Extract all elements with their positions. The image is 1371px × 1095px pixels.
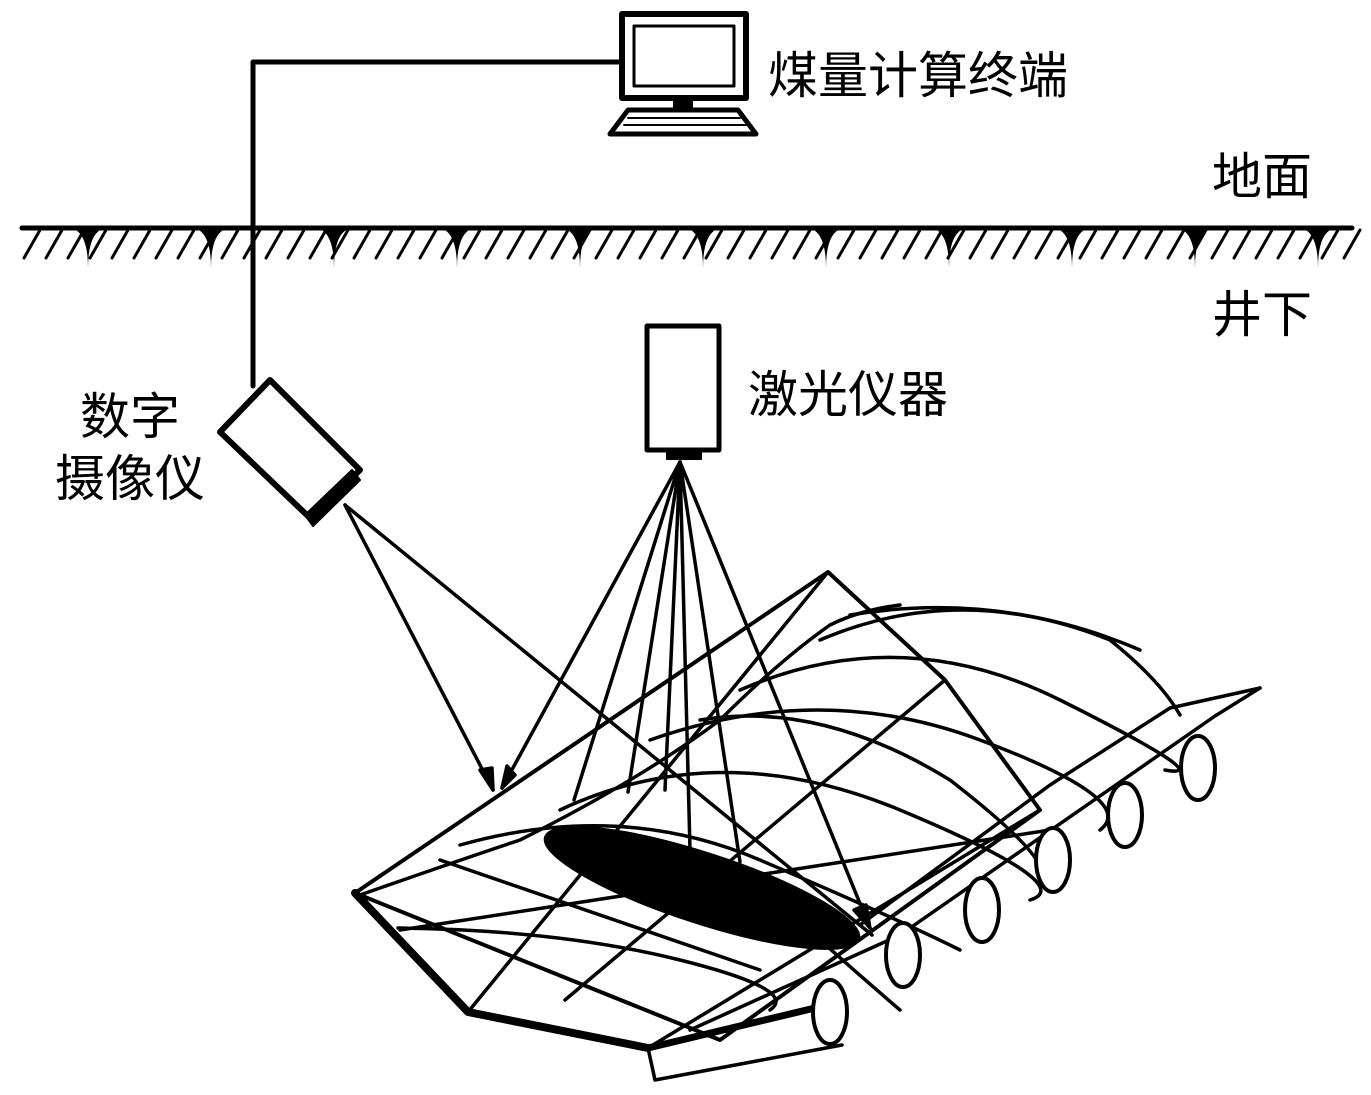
digital-camera-label: 数字 摄像仪 [40,386,220,510]
ground-hatch-line [880,228,900,260]
ground-hatch-line [902,228,922,260]
ground-drip [76,230,100,268]
ground-hatch-line [792,228,812,260]
ground-drip [568,230,592,268]
ground-hatch-line [418,228,438,260]
ground-drip [691,230,715,268]
ground-hatch-line [1188,228,1208,260]
ground-hatch-line [594,228,614,260]
ground-hatch-line [660,228,680,260]
ground-hatch-line [484,228,504,260]
camera-label-line2: 摄像仪 [55,450,205,508]
ground-hatch-line [946,228,966,260]
ground-hatch-line [220,228,240,260]
ground-hatch-line [308,228,328,260]
laser-device-icon [644,323,722,460]
ground-hatch-line [990,228,1010,260]
signal-cable [250,59,625,389]
conveyor-roller-icon [811,978,849,1046]
ground-hatch-line [968,228,988,260]
ground-hatch-line [1276,228,1296,260]
ground-label: 地面 [1212,148,1312,206]
ground-hatch-line [506,228,526,260]
ground-hatch-line [704,228,724,260]
ground-hatch-line [1342,228,1362,260]
computer-monitor-icon [619,11,749,111]
ground-hatch-line [638,228,658,260]
ground-surface [19,225,1362,268]
ground-drip [322,230,346,268]
ground-hatch-line [528,228,548,260]
conveyor-roller-icon [1034,826,1072,894]
ground-drip [1183,230,1207,268]
conveyor-rollers [811,734,1217,1046]
ground-hatch-line [1100,228,1120,260]
ground-hatch-line [396,228,416,260]
ground-drip [199,230,223,268]
ground-hatch-line [748,228,768,260]
ground-hatch-line [726,228,746,260]
ground-hatch-line [1254,228,1274,260]
ground-hatch-line [242,228,262,260]
ground-hatch-line [462,228,482,260]
ground-hatch-line [176,228,196,260]
ground-hatch-line [1232,228,1252,260]
digital-camera-icon [217,377,363,527]
ground-hatch-line [616,228,636,260]
ground-hatch-line [88,228,108,260]
laser-instrument-label: 激光仪器 [748,366,948,424]
laser-spot [543,826,861,950]
ground-hatch-line [352,228,372,260]
ground-drip [1060,230,1084,268]
ground-hatch-line [44,228,64,260]
conveyor-roller-icon [963,876,1001,944]
camera-label-line1: 数字 [80,388,180,446]
ground-drip [814,230,838,268]
ground-hatch-line [1320,228,1340,260]
terminal-label: 煤量计算终端 [768,47,1068,105]
underground-label: 井下 [1212,286,1312,344]
ground-hatch-line [858,228,878,260]
coal-surface-contours [358,570,1182,1050]
ground-drip [1306,230,1330,268]
ground-hatch-line [264,228,284,260]
ground-hatch-line [1034,228,1054,260]
ground-hatch-line [1144,228,1164,260]
ground-hatch-line [132,228,152,260]
ground-hatch-line [1166,228,1186,260]
ground-hatch-line [924,228,944,260]
ground-hatch-line [836,228,856,260]
ground-hatch-line [22,228,42,260]
ground-hatch-line [286,228,306,260]
ground-drip [937,230,961,268]
conveyor-roller-icon [884,921,922,989]
ground-hatch-line [550,228,570,260]
keyboard-icon [607,107,759,137]
ground-hatch-line [1122,228,1142,260]
conveyor-roller-icon [1179,734,1217,802]
ground-hatch-line [1078,228,1098,260]
ground-hatch-line [770,228,790,260]
conveyor-roller-icon [1106,781,1144,849]
ground-hatch-line [374,228,394,260]
ground-hatch-line [1210,228,1230,260]
ground-drip [445,230,469,268]
ground-hatch-line [154,228,174,260]
ground-hatch-line [110,228,130,260]
ground-hatch-line [1012,228,1032,260]
